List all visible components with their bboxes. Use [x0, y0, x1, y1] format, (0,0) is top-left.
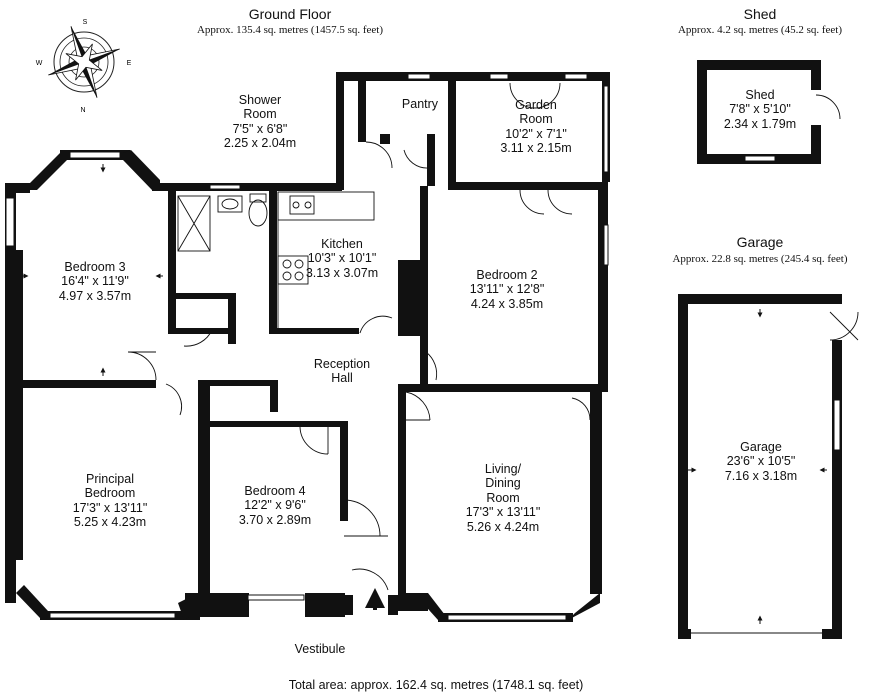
living-imperial: 17'3" x 13'11": [465, 505, 541, 520]
bedroom3-metric: 4.97 x 3.57m: [58, 288, 132, 303]
room-label-reception: Reception Hall: [292, 357, 392, 386]
bedroom2-imperial: 13'11" x 12'8": [469, 282, 545, 297]
shed-name: Shed: [745, 88, 775, 102]
shed-metric: 2.34 x 1.79m: [723, 116, 797, 131]
garage-walls: [678, 294, 842, 639]
living-metric: 5.26 x 4.24m: [466, 519, 540, 534]
principal-imperial: 17'3" x 13'11": [72, 500, 148, 515]
garage-title: Garage: [736, 234, 784, 250]
doors: [127, 82, 859, 591]
shed-area: Approx. 4.2 sq. metres (45.2 sq. feet): [677, 24, 843, 36]
dimension-markers: [21, 164, 827, 624]
room-label-vestibule: Vestibule: [294, 642, 346, 656]
fixtures: [177, 191, 375, 330]
bedroom4-imperial: 12'2" x 9'6": [244, 498, 306, 513]
room-label-bedroom4: Bedroom 4 12'2" x 9'6" 3.70 x 2.89m: [225, 484, 325, 527]
compass-n: N: [80, 107, 85, 114]
shower-imperial: 7'5" x 6'8": [232, 121, 288, 136]
ground-floor-title: Ground Floor: [248, 6, 332, 22]
bedroom4-name: Bedroom 4: [244, 484, 306, 498]
total-area-footer: Total area: approx. 162.4 sq. metres (17…: [288, 678, 584, 692]
garden-imperial: 10'2" x 7'1": [505, 126, 567, 141]
shower-name-1: Shower: [238, 93, 282, 107]
room-label-shower: Shower Room 7'5" x 6'8" 2.25 x 2.04m: [210, 93, 310, 151]
bedroom3-name: Bedroom 3: [64, 260, 126, 274]
kitchen-imperial: 10'3" x 10'1": [307, 251, 377, 266]
living-name-2: Dining: [485, 476, 521, 491]
bedroom2-metric: 4.24 x 3.85m: [470, 296, 544, 311]
room-label-kitchen: Kitchen 10'3" x 10'1" 3.13 x 3.07m: [292, 237, 392, 280]
room-label-living: Living/ Dining Room 17'3" x 13'11" 5.26 …: [448, 462, 558, 534]
garage-name: Garage: [740, 440, 782, 454]
compass-w: W: [36, 60, 43, 67]
compass-e: E: [127, 60, 132, 67]
living-name-1: Living/: [484, 462, 522, 476]
kitchen-name: Kitchen: [321, 237, 363, 251]
compass-s: S: [83, 19, 88, 26]
room-label-principal: Principal Bedroom 17'3" x 13'11" 5.25 x …: [55, 472, 165, 530]
reception-name-1: Reception: [313, 357, 371, 371]
windows: [5, 73, 609, 621]
garage-metric: 7.16 x 3.18m: [724, 468, 798, 483]
room-label-shed: Shed 7'8" x 5'10" 2.34 x 1.79m: [710, 88, 810, 131]
shed-imperial: 7'8" x 5'10": [729, 102, 791, 117]
garden-name-2: Room: [519, 112, 553, 127]
shower-metric: 2.25 x 2.04m: [223, 136, 297, 151]
kitchen-metric: 3.13 x 3.07m: [305, 265, 379, 280]
garage-imperial: 23'6" x 10'5": [726, 454, 796, 469]
principal-name-1: Principal: [86, 472, 134, 486]
room-label-pantry: Pantry: [401, 97, 439, 111]
reception-name-2: Hall: [331, 371, 353, 386]
bedroom3-imperial: 16'4" x 11'9": [61, 274, 129, 289]
shower-name-2: Room: [243, 107, 277, 122]
room-label-garden: Garden Room 10'2" x 7'1" 3.11 x 2.15m: [486, 98, 586, 156]
room-label-bedroom2: Bedroom 2 13'11" x 12'8" 4.24 x 3.85m: [452, 268, 562, 311]
principal-name-2: Bedroom: [84, 486, 136, 501]
living-name-3: Room: [486, 490, 520, 505]
ground-floor-area: Approx. 135.4 sq. metres (1457.5 sq. fee…: [196, 24, 384, 36]
room-label-garage: Garage 23'6" x 10'5" 7.16 x 3.18m: [706, 440, 816, 483]
shed-window: [744, 155, 776, 162]
principal-metric: 5.25 x 4.23m: [73, 515, 147, 530]
garden-metric: 3.11 x 2.15m: [500, 141, 572, 156]
bedroom4-metric: 3.70 x 2.89m: [238, 512, 312, 527]
compass-rose: S N W E: [36, 19, 132, 114]
garage-area: Approx. 22.8 sq. metres (245.4 sq. feet): [672, 253, 848, 265]
shed-title: Shed: [743, 6, 777, 22]
bedroom2-name: Bedroom 2: [476, 268, 538, 282]
garden-name-1: Garden: [515, 98, 557, 112]
room-label-bedroom3: Bedroom 3 16'4" x 11'9" 4.97 x 3.57m: [45, 260, 145, 303]
garage-window: [833, 399, 841, 451]
